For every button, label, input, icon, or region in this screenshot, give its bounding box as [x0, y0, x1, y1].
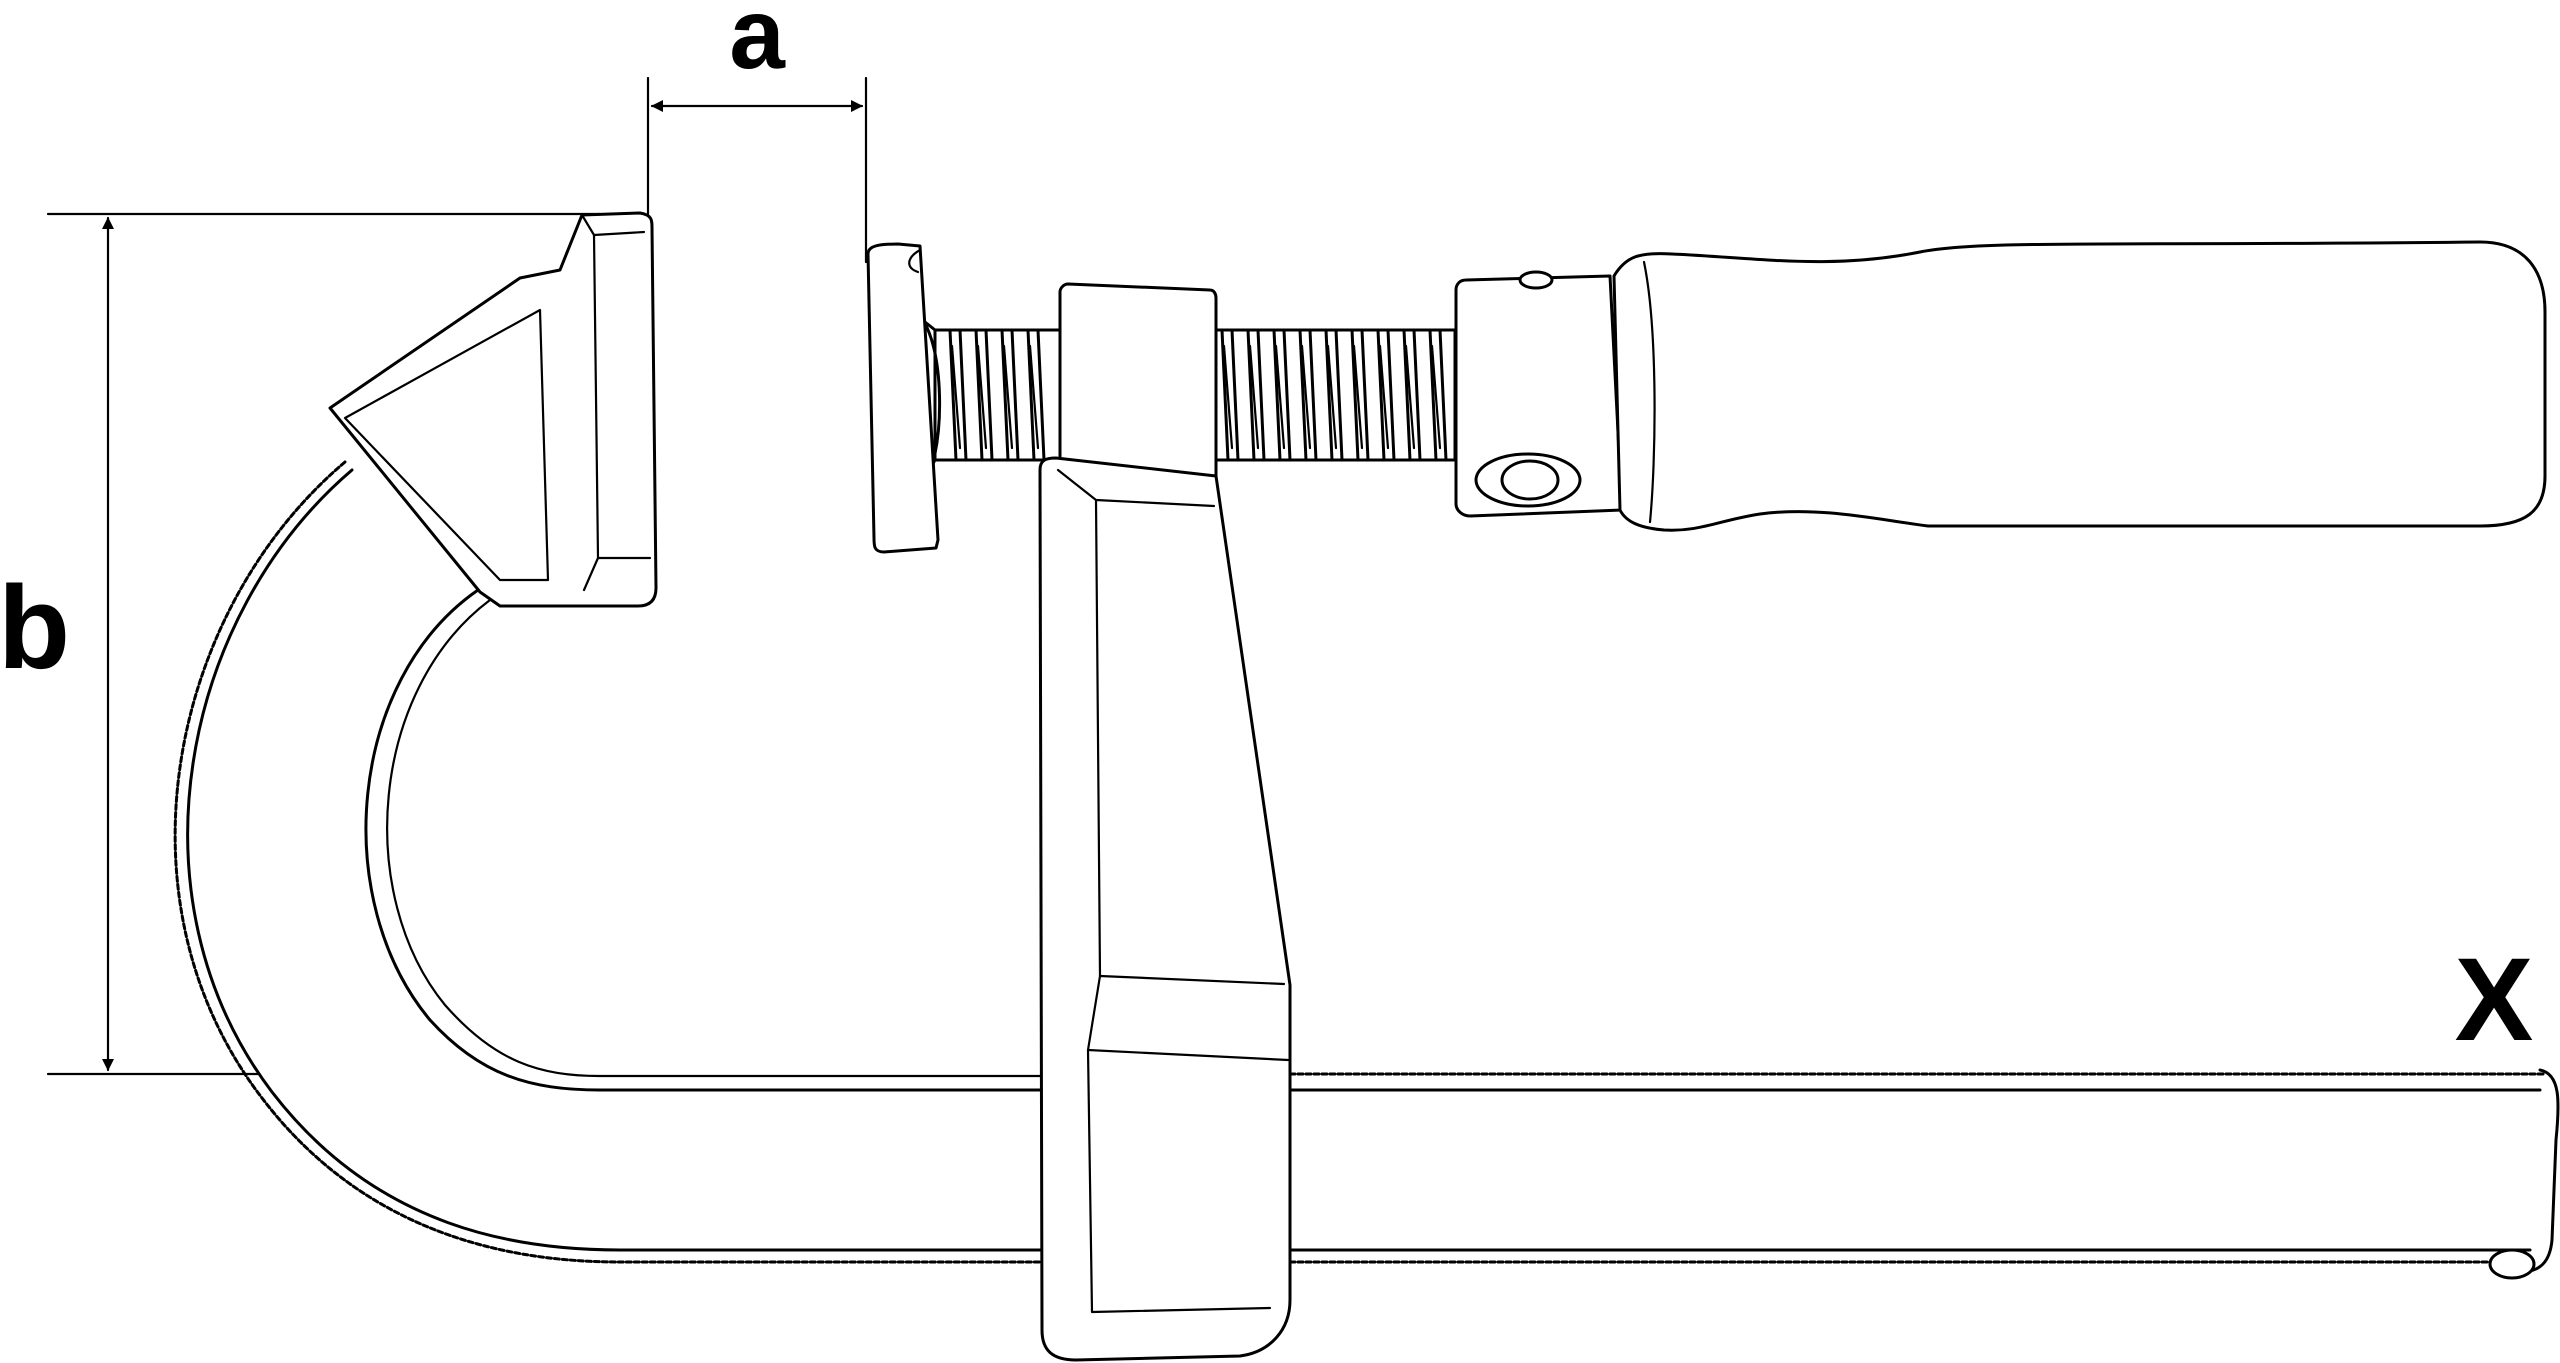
- frame-bar: [173, 460, 2560, 1280]
- bar-end-stop: [2488, 1248, 2536, 1280]
- fixed-jaw-edge: [580, 213, 600, 592]
- handle-grip: [1612, 240, 2547, 532]
- sliding-arm: [1038, 282, 1292, 1362]
- dimension-a-label: a: [729, 0, 786, 90]
- swivel-pad: [866, 242, 941, 554]
- x-label: X: [2455, 934, 2534, 1066]
- sliding-arm-band-bottom: [1086, 1048, 1290, 1062]
- thread-ridge-shade: [950, 344, 962, 450]
- fixed-jaw: [328, 211, 658, 608]
- thread-ridge-shade: [1300, 344, 1312, 450]
- bar-end-cap: [2518, 1068, 2560, 1274]
- thread-ridge-shade: [1326, 344, 1338, 450]
- dimension-b-label: b: [0, 562, 70, 694]
- frame-inner-edge: [364, 588, 1042, 1092]
- handle: [1454, 240, 2547, 532]
- dimension-a: a: [646, 0, 868, 264]
- spindle-threads: [948, 328, 1448, 462]
- frame-inner-highlight: [386, 598, 1042, 1078]
- thread-ridge-shade: [1274, 344, 1286, 450]
- thread-ridge-shade: [1430, 344, 1442, 450]
- sliding-arm-head: [1058, 282, 1218, 478]
- fixed-jaw-face: [343, 308, 550, 582]
- thread-ridge-shade: [1404, 344, 1416, 450]
- sliding-arm-band-top: [1098, 974, 1286, 986]
- thread-ridge-shade: [1028, 344, 1040, 450]
- frame-outer-edge: [173, 460, 1042, 1264]
- handle-grip-collar-line: [1642, 260, 1656, 524]
- frame-outer-inner-line: [186, 468, 1042, 1252]
- swivel-pad-plate: [866, 242, 940, 554]
- swivel-pad-rim: [908, 248, 922, 274]
- sliding-arm-body: [1038, 456, 1292, 1362]
- dimension-b: b: [0, 212, 602, 1076]
- thread-ridge-shade: [1002, 344, 1014, 450]
- thread-ridge-shade: [1378, 344, 1390, 450]
- thread-ridge-shade: [1352, 344, 1364, 450]
- fixed-jaw-body: [328, 211, 658, 608]
- thread-ridge-shade: [1222, 344, 1234, 450]
- ferrule-pin-top: [1518, 270, 1554, 290]
- thread-ridge-shade: [976, 344, 988, 450]
- fixed-jaw-top-line: [592, 230, 646, 237]
- ferrule-pin: [1500, 459, 1560, 501]
- thread-ridge-shade: [1248, 344, 1260, 450]
